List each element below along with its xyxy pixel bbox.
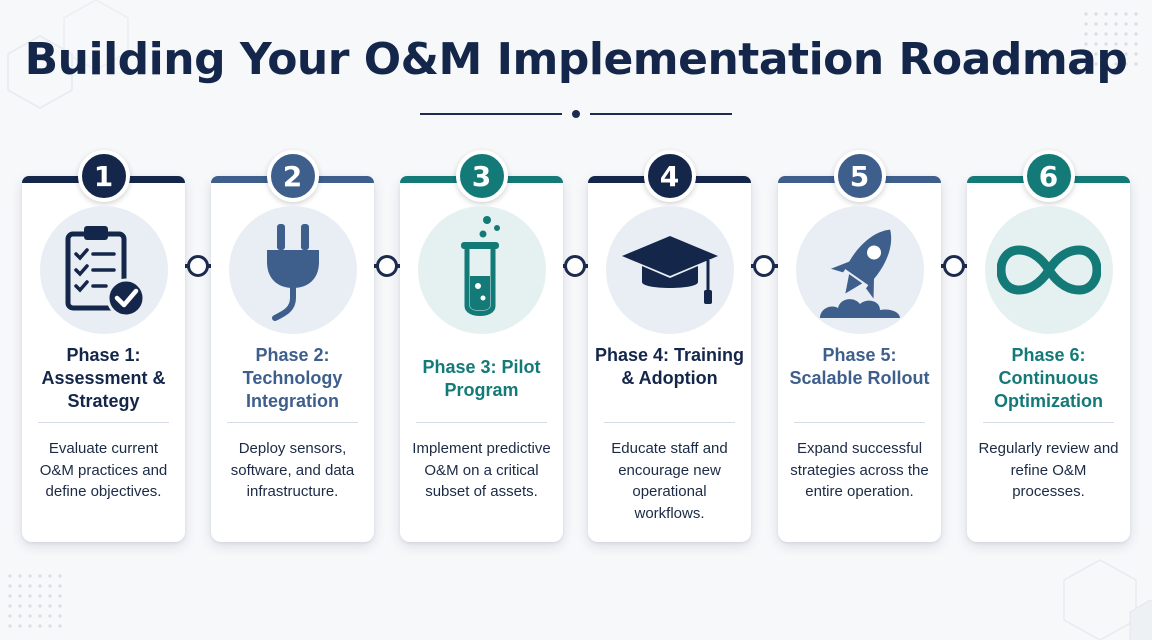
page-title: Building Your O&M Implementation Roadmap (24, 34, 1128, 85)
decorative-dot (1084, 12, 1088, 16)
decorative-dot (48, 614, 52, 618)
phase-card-3: 3 Phase 3: Pilot Program Implement predi… (400, 150, 563, 542)
decorative-dot (1124, 22, 1128, 26)
decorative-dot (28, 614, 32, 618)
icon-circle (39, 206, 168, 334)
power-plug-icon (266, 224, 319, 321)
decorative-dot (18, 574, 22, 578)
decorative-dot (1134, 12, 1138, 16)
phase-number-badge: 5 (833, 150, 886, 202)
infinity-icon (996, 245, 1101, 295)
card-divider (604, 422, 735, 423)
rocket-icon (819, 229, 900, 318)
phase-number-badge: 4 (643, 150, 696, 202)
icon-circle (984, 206, 1113, 334)
phase-card-6: 6 Phase 6: Continuous Optimization Regul… (967, 150, 1130, 542)
decorative-dot (1114, 12, 1118, 16)
decorative-dot (58, 614, 62, 618)
phase-number-badge: 3 (455, 150, 508, 202)
phase-title: Phase 6: Continuous Optimization (994, 345, 1103, 411)
phase-number-badge: 1 (77, 150, 130, 202)
decorative-dot (8, 584, 12, 588)
decorative-dot (8, 614, 12, 618)
decorative-dot (28, 584, 32, 588)
phase-description: Regularly review and refine O&M processe… (978, 440, 1119, 500)
decorative-dot (38, 604, 42, 608)
decorative-dot (58, 604, 62, 608)
phase-title: Phase 1: Assessment & Strategy (41, 345, 166, 411)
phase-title: Phase 5: Scalable Rollout (789, 345, 930, 388)
icon-circle (417, 206, 546, 334)
decorative-dot (38, 614, 42, 618)
phase-description: Educate staff and encourage new operatio… (611, 440, 728, 522)
decorative-dot (1134, 22, 1138, 26)
connector-node-1-2 (187, 255, 209, 277)
card-divider (794, 422, 925, 423)
decorative-dot (8, 594, 12, 598)
hexagon-decoration-bottom-right (1063, 559, 1152, 640)
phase-card-5: 5 Phase 5: Scalable Rollout Expand succe… (778, 150, 941, 542)
decorative-dot (1104, 12, 1108, 16)
decorative-dot (48, 624, 52, 628)
test-tube-icon (460, 216, 500, 316)
decorative-dot (38, 594, 42, 598)
card-divider (38, 422, 169, 423)
card-divider (227, 422, 358, 423)
card-divider (416, 422, 547, 423)
decorative-dot (58, 594, 62, 598)
dot-grid-decoration-bottom-left (8, 574, 62, 628)
decorative-dot (1114, 22, 1118, 26)
phase-description: Implement predictive O&M on a critical s… (412, 440, 551, 500)
decorative-dot (18, 584, 22, 588)
connector-node-3-4 (564, 255, 586, 277)
graduation-cap-icon (621, 236, 718, 304)
decorative-dot (1104, 22, 1108, 26)
card-divider (983, 422, 1114, 423)
decorative-dot (18, 604, 22, 608)
decorative-dot (8, 574, 12, 578)
decorative-dot (18, 594, 22, 598)
decorative-dot (58, 624, 62, 628)
decorative-dot (1094, 22, 1098, 26)
phase-description: Deploy sensors, software, and data infra… (230, 440, 355, 500)
decorative-dot (48, 574, 52, 578)
phase-title: Phase 2: Technology Integration (242, 345, 343, 411)
decorative-dot (1084, 22, 1088, 26)
phase-description: Evaluate current O&M practices and defin… (39, 440, 168, 500)
decorative-dot (48, 584, 52, 588)
phase-card-1: 1 Phase 1: Assessment & Strategy Evaluat… (22, 150, 185, 542)
connector-node-5-6 (943, 255, 965, 277)
decorative-dot (58, 584, 62, 588)
decorative-dot (28, 594, 32, 598)
decorative-dot (48, 594, 52, 598)
decorative-dot (8, 624, 12, 628)
phase-description: Expand successful strategies across the … (790, 440, 929, 500)
decorative-dot (38, 584, 42, 588)
phase-card-2: 2 Phase 2: Technology Integration Deploy… (211, 150, 374, 542)
decorative-dot (1124, 12, 1128, 16)
phase-card-4: 4 Phase 4: Training & Adoption Educate s… (588, 150, 751, 542)
decorative-dot (58, 574, 62, 578)
phase-title: Phase 4: Training & Adoption (594, 345, 745, 388)
title-divider (420, 110, 732, 118)
decorative-dot (8, 604, 12, 608)
connector-node-4-5 (753, 255, 775, 277)
phase-number-badge: 2 (266, 150, 319, 202)
decorative-dot (28, 604, 32, 608)
icon-circle (605, 206, 734, 334)
decorative-dot (1094, 12, 1098, 16)
phase-title: Phase 3: Pilot Program (422, 357, 541, 400)
decorative-dot (28, 574, 32, 578)
decorative-dot (28, 624, 32, 628)
decorative-dot (18, 624, 22, 628)
icon-circle (228, 206, 357, 334)
decorative-dot (18, 614, 22, 618)
clipboard-checklist-icon (65, 226, 145, 318)
phase-number-badge: 6 (1022, 150, 1075, 202)
decorative-dot (48, 604, 52, 608)
icon-circle (795, 206, 924, 334)
decorative-dot (38, 574, 42, 578)
decorative-dot (38, 624, 42, 628)
connector-node-2-3 (376, 255, 398, 277)
